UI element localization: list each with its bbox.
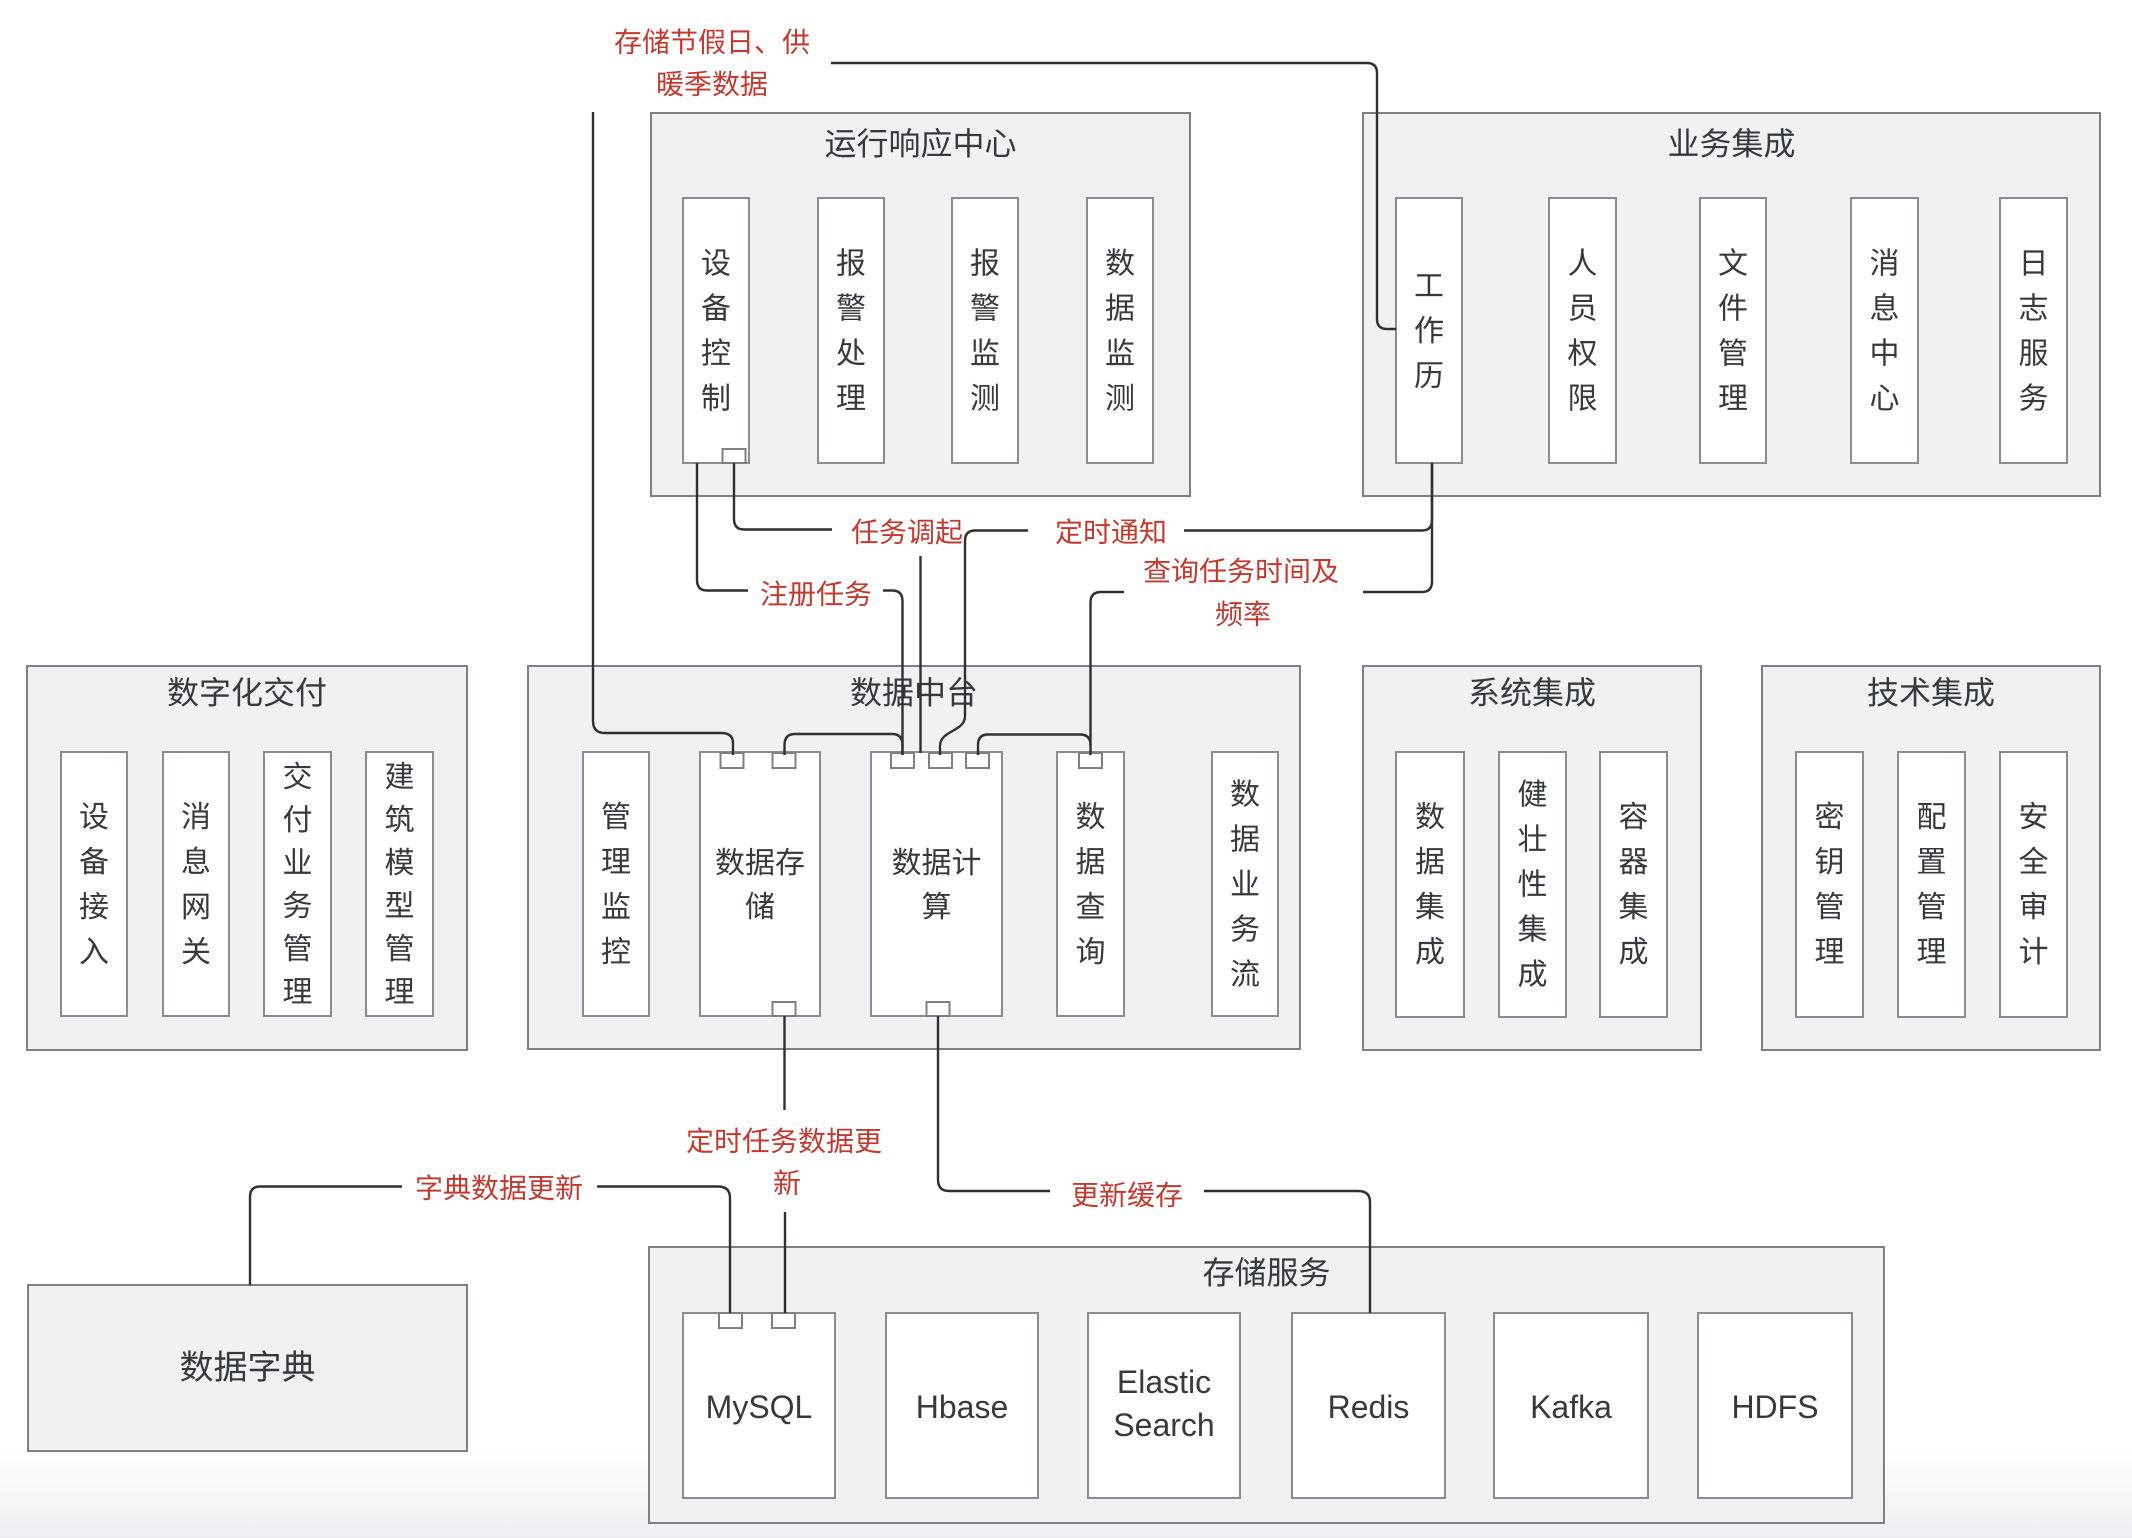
svg-text:Kafka: Kafka [1530, 1389, 1612, 1425]
svg-text:Redis: Redis [1328, 1389, 1410, 1425]
svg-text:Hbase: Hbase [916, 1389, 1009, 1425]
svg-text:Elastic: Elastic [1117, 1364, 1211, 1400]
svg-text:HDFS: HDFS [1731, 1389, 1818, 1425]
svg-text:MySQL: MySQL [706, 1389, 813, 1425]
svg-text:Search: Search [1113, 1407, 1214, 1443]
